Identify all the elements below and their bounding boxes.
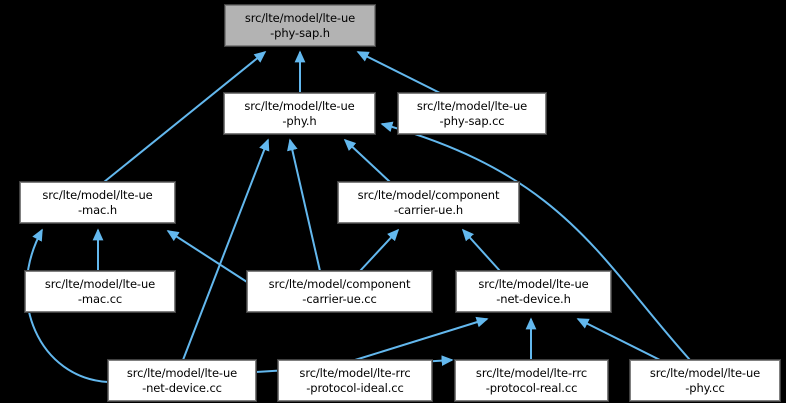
node-label-line1: src/lte/model/lte-ue <box>126 366 238 380</box>
node-label-line2: -phy-sap.h <box>270 25 330 40</box>
node-label-line1: src/lte/model/lte-ue <box>478 277 589 291</box>
edge-lte-ue-phy-cc-to-lte-ue-phy-h <box>380 121 691 361</box>
node-label-line1: src/lte/model/lte-ue <box>649 366 761 380</box>
node-lte-ue-phy.cc[interactable]: src/lte/model/lte-ue-phy.cc <box>629 359 781 402</box>
node-label-line1: src/lte/model/lte-rrc <box>299 366 411 380</box>
edge-lte-ue-phy-sap-cc-to-lte-ue-phy-sap-h <box>356 51 441 94</box>
edge-lte-ue-net-device-h-to-component-carrier-ue-h <box>461 228 501 272</box>
edge-lte-rrc-protocol-ideal-cc-to-lte-ue-net-device-h <box>354 316 489 361</box>
edge-component-carrier-ue-cc-to-lte-ue-mac-h <box>166 230 248 283</box>
node-label-line1: src/lte/model/lte-ue <box>244 11 356 25</box>
node-label-line2: -net-device.cc <box>142 380 222 395</box>
edge-lte-ue-net-device-cc-to-lte-ue-phy-h <box>182 138 270 361</box>
node-label-line2: -mac.h <box>77 202 118 217</box>
node-label-line2: -carrier-ue.h <box>393 202 464 217</box>
node-label-line1: src/lte/model/lte-ue <box>244 99 355 113</box>
node-lte-ue-mac.h[interactable]: src/lte/model/lte-ue-mac.h <box>19 181 176 224</box>
node-lte-ue-phy-sap.cc[interactable]: src/lte/model/lte-ue-phy-sap.cc <box>397 92 547 135</box>
node-label-line2: -mac.cc <box>77 291 123 306</box>
node-lte-ue-net-device.cc[interactable]: src/lte/model/lte-ue-net-device.cc <box>107 359 257 402</box>
node-label-line2: -carrier-ue.cc <box>302 291 377 306</box>
node-label-line1: src/lte/model/component <box>357 188 500 202</box>
edge-lte-ue-phy-cc-to-lte-ue-net-device-h <box>576 318 661 361</box>
edge-component-carrier-ue-h-to-lte-ue-phy-h <box>343 138 391 183</box>
node-label-line2: -protocol-ideal.cc <box>306 380 404 395</box>
node-lte-ue-phy-sap.h[interactable]: src/lte/model/lte-ue-phy-sap.h <box>224 4 376 47</box>
edge-component-carrier-ue-cc-to-lte-ue-phy-h <box>287 138 321 272</box>
edge-component-carrier-ue-cc-to-component-carrier-ue-h <box>359 228 400 272</box>
node-lte-ue-net-device.h[interactable]: src/lte/model/lte-ue-net-device.h <box>455 270 612 313</box>
node-label-line1: src/lte/model/component <box>268 277 411 291</box>
node-lte-ue-mac.cc[interactable]: src/lte/model/lte-ue-mac.cc <box>24 270 176 313</box>
node-label-line1: src/lte/model/lte-ue <box>44 277 156 291</box>
node-lte-rrc-protocol-ideal.cc[interactable]: src/lte/model/lte-rrc-protocol-ideal.cc <box>277 359 433 402</box>
node-label-line1: src/lte/model/lte-rrc <box>475 366 588 380</box>
node-label-line2: -phy.cc <box>685 380 725 395</box>
node-label-line2: -protocol-real.cc <box>485 380 578 395</box>
node-lte-ue-phy.h[interactable]: src/lte/model/lte-ue-phy.h <box>223 92 376 135</box>
node-component-carrier-ue.cc[interactable]: src/lte/model/component-carrier-ue.cc <box>246 270 433 313</box>
node-label-line1: src/lte/model/lte-ue <box>42 188 153 202</box>
node-label-line2: -phy-sap.cc <box>439 113 505 128</box>
node-component-carrier-ue.h[interactable]: src/lte/model/component-carrier-ue.h <box>337 181 520 224</box>
node-label-line2: -net-device.h <box>496 291 571 306</box>
node-lte-rrc-protocol-real.cc[interactable]: src/lte/model/lte-rrc-protocol-real.cc <box>454 359 609 402</box>
node-label-line2: -phy.h <box>282 113 317 128</box>
node-label-line1: src/lte/model/lte-ue <box>416 99 528 113</box>
